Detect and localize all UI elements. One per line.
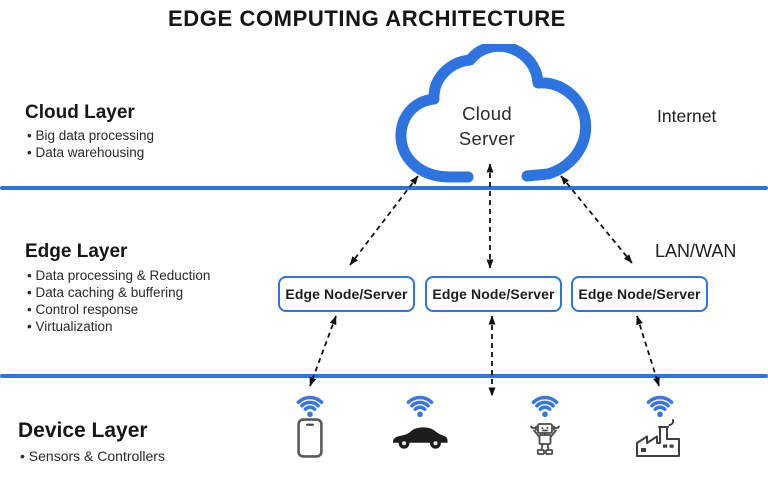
wifi-icon <box>646 395 674 418</box>
cloud-server-label-line2: Server <box>458 128 516 149</box>
edge-node-label: Edge Node/Server <box>578 286 701 302</box>
cloud-server-label: Cloud Server <box>428 101 546 151</box>
cloud-layer-heading: Cloud Layer <box>25 102 135 123</box>
diagram-title: EDGE COMPUTING ARCHITECTURE <box>168 6 566 31</box>
wifi-icon <box>296 395 324 418</box>
bullet-item: Big data processing <box>27 128 154 145</box>
bullet-item: Data caching & buffering <box>27 284 210 301</box>
bullet-item: Data warehousing <box>27 145 154 162</box>
device-layer-description: Device Layer Sensors & Controllers <box>18 419 165 465</box>
bullet-item: Control response <box>27 301 210 318</box>
edge-device-divider-line <box>0 374 768 378</box>
edge-node-box-2: Edge Node/Server <box>425 276 562 312</box>
bullet-item: Data processing & Reduction <box>27 267 210 284</box>
smartphone-icon <box>297 418 323 458</box>
edge-node-box-1: Edge Node/Server <box>278 276 415 312</box>
cloud-layer-bullets: Big data processing Data warehousing <box>27 128 154 161</box>
cloud-layer-description: Cloud Layer Big data processing Data war… <box>25 102 154 161</box>
device-smartphone <box>288 390 332 458</box>
internet-label: Internet <box>657 106 717 126</box>
car-icon <box>392 427 448 449</box>
device-layer-bullets: Sensors & Controllers <box>20 448 165 465</box>
bullet-item: Virtualization <box>27 318 210 335</box>
factory-icon <box>636 419 680 457</box>
device-layer-heading: Device Layer <box>18 419 148 442</box>
bullet-item: Sensors & Controllers <box>20 448 165 465</box>
edge-layer-description: Edge Layer Data processing & Reduction D… <box>25 241 210 335</box>
edge-node-label: Edge Node/Server <box>432 286 555 302</box>
edge-layer-bullets: Data processing & Reduction Data caching… <box>27 267 210 335</box>
edge-node-label: Edge Node/Server <box>285 286 408 302</box>
edge-node-box-3: Edge Node/Server <box>571 276 708 312</box>
device-car <box>392 390 448 449</box>
lan-wan-label: LAN/WAN <box>655 241 737 261</box>
cloud-edge-divider-line <box>0 186 768 190</box>
cloud-server-label-line1: Cloud <box>462 103 512 124</box>
edge-layer-heading: Edge Layer <box>25 241 128 262</box>
robot-icon <box>530 423 560 455</box>
wifi-icon <box>531 395 559 418</box>
device-factory <box>636 390 682 457</box>
wifi-icon <box>406 395 434 418</box>
cloud-icon <box>395 44 592 183</box>
device-robot <box>523 390 567 455</box>
